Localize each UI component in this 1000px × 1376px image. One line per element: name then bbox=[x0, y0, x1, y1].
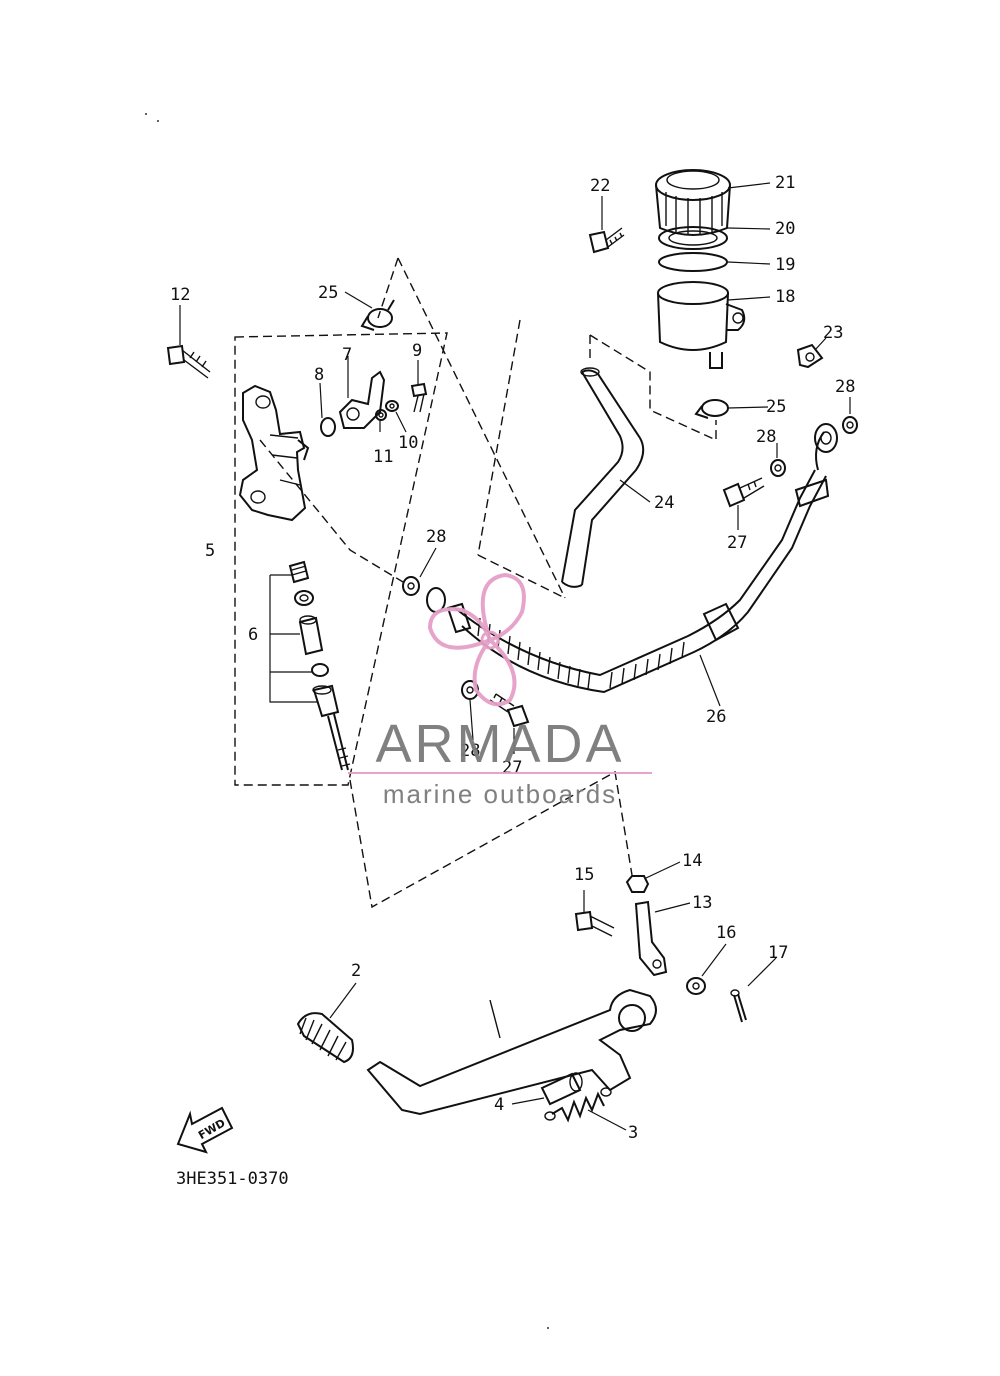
lock-nut bbox=[625, 875, 650, 893]
pedal-collar bbox=[540, 1072, 583, 1106]
watermark-brand: ARMADA bbox=[375, 714, 624, 774]
reservoir-plate bbox=[658, 252, 728, 272]
pedal-rubber bbox=[296, 1012, 354, 1064]
hose-clamp-lower bbox=[694, 399, 729, 419]
o-ring bbox=[320, 417, 336, 437]
callout-15: 15 bbox=[574, 865, 594, 885]
callout-25-upper: 25 bbox=[318, 283, 338, 303]
master-cylinder bbox=[238, 384, 310, 522]
callout-21: 21 bbox=[775, 173, 795, 193]
leader-lines bbox=[179, 182, 851, 1131]
callout-20: 20 bbox=[775, 219, 795, 239]
scan-specks bbox=[145, 113, 549, 1329]
callout-14: 14 bbox=[682, 851, 702, 871]
pivot-bolt bbox=[574, 910, 615, 937]
callout-10: 10 bbox=[398, 433, 418, 453]
diagram-code: 3HE351-0370 bbox=[176, 1169, 289, 1189]
reservoir-tank bbox=[657, 281, 746, 369]
callout-25-lower: 25 bbox=[766, 397, 786, 417]
callout-26: 26 bbox=[706, 707, 726, 727]
cotter-pin bbox=[730, 989, 747, 1023]
callout-27-upper: 27 bbox=[727, 533, 747, 553]
callout-18: 18 bbox=[775, 287, 795, 307]
watermark-tagline: marine outboards bbox=[383, 779, 617, 809]
callout-28-a: 28 bbox=[835, 377, 855, 397]
callout-17: 17 bbox=[768, 943, 788, 963]
callout-24: 24 bbox=[654, 493, 674, 513]
reservoir-clip bbox=[796, 343, 824, 369]
pedal-washer bbox=[686, 977, 706, 995]
brake-hose bbox=[426, 423, 838, 694]
callout-labels: 21 20 19 18 22 23 25 25 28 28 24 27 28 2… bbox=[170, 173, 855, 1143]
callout-5: 5 bbox=[205, 541, 215, 561]
assembly-outline bbox=[234, 257, 717, 909]
callout-8: 8 bbox=[314, 365, 324, 385]
washer-10 bbox=[385, 400, 399, 412]
callout-4: 4 bbox=[494, 1095, 504, 1115]
callout-9: 9 bbox=[412, 341, 422, 361]
reservoir-diaphragm bbox=[658, 226, 728, 250]
reservoir-cap bbox=[655, 169, 731, 236]
callout-6: 6 bbox=[248, 625, 258, 645]
copper-washer-c bbox=[402, 576, 420, 596]
hose-elbow-fitting bbox=[338, 370, 386, 429]
push-rod-clevis bbox=[634, 900, 668, 977]
callout-28-c: 28 bbox=[426, 527, 446, 547]
callout-3: 3 bbox=[628, 1123, 638, 1143]
callout-22: 22 bbox=[590, 176, 610, 196]
brake-pedal bbox=[366, 988, 657, 1116]
callout-13: 13 bbox=[692, 893, 712, 913]
propeller-logo-icon bbox=[427, 572, 526, 707]
callout-12: 12 bbox=[170, 285, 190, 305]
washer-11 bbox=[375, 409, 387, 421]
mounting-bolt bbox=[166, 344, 211, 379]
callout-28-d: 28 bbox=[460, 741, 480, 761]
pedal-spring bbox=[544, 1087, 612, 1123]
reservoir-hose bbox=[561, 367, 645, 588]
copper-washer-a bbox=[842, 416, 858, 434]
forward-arrow-icon: FWD bbox=[176, 1106, 234, 1154]
union-bolt-upper bbox=[722, 477, 765, 508]
reservoir-bolt bbox=[588, 227, 625, 254]
piston-kit bbox=[269, 560, 351, 771]
callout-7: 7 bbox=[342, 345, 352, 365]
callout-23: 23 bbox=[823, 323, 843, 343]
callout-11: 11 bbox=[373, 447, 393, 467]
copper-washer-b bbox=[770, 459, 786, 477]
callout-2: 2 bbox=[351, 961, 361, 981]
callout-19: 19 bbox=[775, 255, 795, 275]
fitting-screw bbox=[410, 382, 428, 413]
callout-28-b: 28 bbox=[756, 427, 776, 447]
hose-clamp-upper bbox=[360, 299, 395, 331]
callout-16: 16 bbox=[716, 923, 736, 943]
watermark: ARMADA marine outboards bbox=[348, 572, 652, 809]
